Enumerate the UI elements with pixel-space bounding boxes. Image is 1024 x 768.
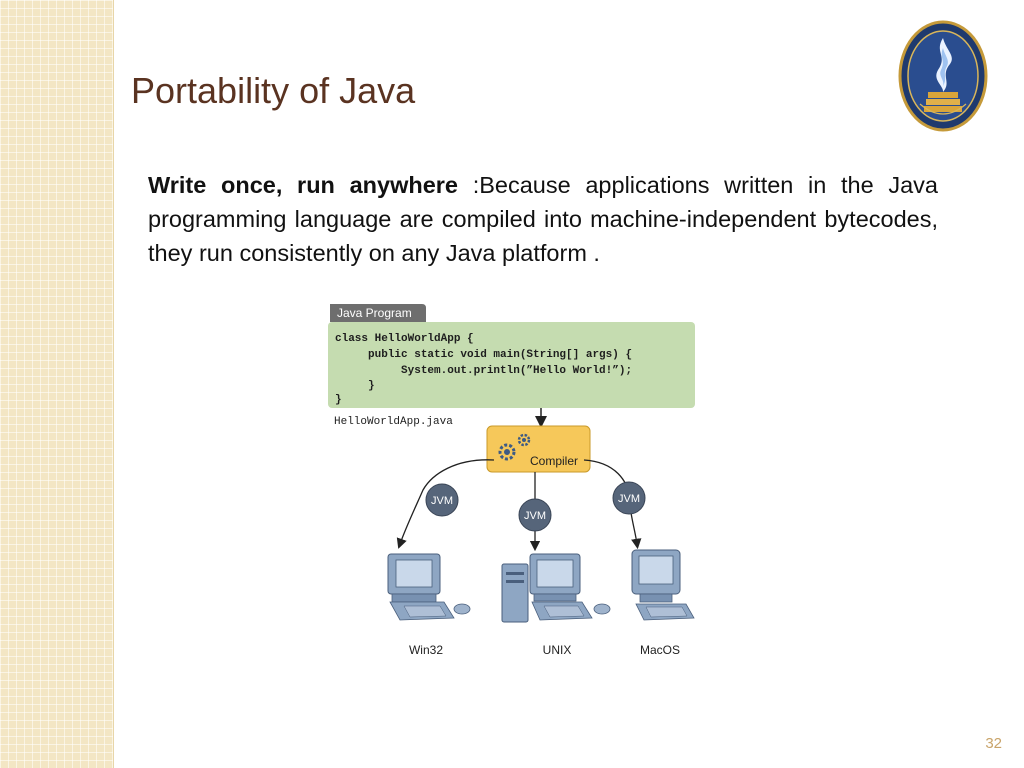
platform-label-win32: Win32: [409, 643, 443, 657]
page-number: 32: [985, 735, 1002, 752]
jvm-label: JVM: [431, 495, 453, 507]
code-line: }: [335, 380, 375, 392]
arrow-to-win32: [396, 459, 495, 549]
unix-computer-icon: [501, 553, 611, 623]
jvm-badge: JVM: [518, 498, 552, 532]
java-portability-diagram: Java Program class HelloWorldApp { publi…: [328, 304, 695, 657]
code-line: System.out.println(”Hello World!”);: [335, 365, 632, 377]
body-bold-lead: Write once, run anywhere: [148, 172, 459, 198]
slide-body-text: Write once, run anywhere :Because applic…: [148, 168, 938, 270]
platform-label-macos: MacOS: [640, 643, 680, 657]
jvm-label: JVM: [618, 493, 640, 505]
code-line: }: [335, 394, 342, 406]
code-line: public static void main(String[] args) {: [335, 349, 632, 361]
macos-computer-icon: [631, 549, 695, 621]
gears-icon: [498, 433, 531, 461]
java-program-tab: Java Program: [330, 304, 426, 322]
jvm-badge: JVM: [425, 483, 459, 517]
jvm-badge: JVM: [612, 481, 646, 515]
source-filename: HelloWorldApp.java: [334, 416, 453, 428]
java-program-tab-label: Java Program: [337, 306, 412, 320]
left-decorative-strip: [0, 0, 114, 768]
university-logo-icon: [898, 20, 988, 132]
compiler-label: Compiler: [530, 454, 578, 468]
win32-computer-icon: [387, 553, 471, 621]
slide-title: Portability of Java: [131, 70, 416, 111]
compiler-box: [486, 425, 591, 473]
body-description: :Because applications written in the Jav…: [148, 172, 938, 266]
jvm-label: JVM: [524, 510, 546, 522]
code-box: [328, 322, 695, 408]
code-line: class HelloWorldApp {: [335, 333, 474, 345]
platform-label-unix: UNIX: [543, 643, 572, 657]
